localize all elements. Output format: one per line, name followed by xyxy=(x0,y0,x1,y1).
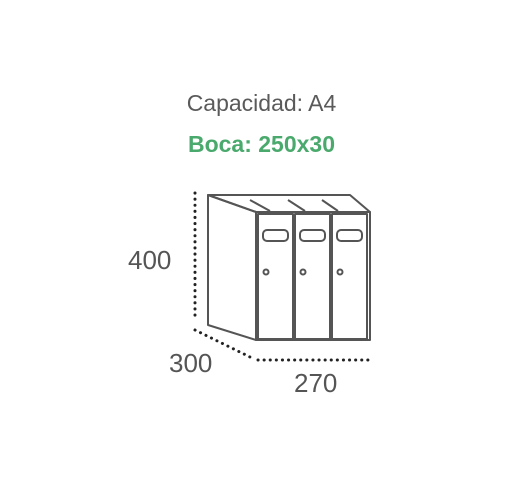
top-flap-1 xyxy=(249,199,271,212)
mailbox-door-2 xyxy=(294,213,331,340)
mailbox-front-frame xyxy=(255,211,371,341)
width-dimension-label: 270 xyxy=(294,368,338,398)
depth-dimension-label: 300 xyxy=(169,348,213,378)
mailbox-top-panel xyxy=(207,194,371,213)
mailbox-door-3 xyxy=(331,213,368,340)
mouth-size-label: Boca: 250x30 xyxy=(187,131,336,157)
capacity-label: Capacidad: A4 xyxy=(186,90,337,116)
lock-icon xyxy=(299,268,307,276)
lock-icon xyxy=(336,268,344,276)
lock-icon xyxy=(262,268,270,276)
top-flap-3 xyxy=(321,199,339,212)
depth-dimension-line xyxy=(193,328,252,359)
height-dimension-label: 400 xyxy=(128,245,172,275)
dimension-lines xyxy=(193,191,372,362)
mail-slot-2 xyxy=(299,229,326,242)
mail-slot-1 xyxy=(262,229,289,242)
mailbox-door-1 xyxy=(257,213,294,340)
mailbox-side-panel xyxy=(207,194,257,341)
top-flap-2 xyxy=(287,199,306,212)
mail-slot-3 xyxy=(336,229,363,242)
mailbox-body xyxy=(207,194,371,341)
